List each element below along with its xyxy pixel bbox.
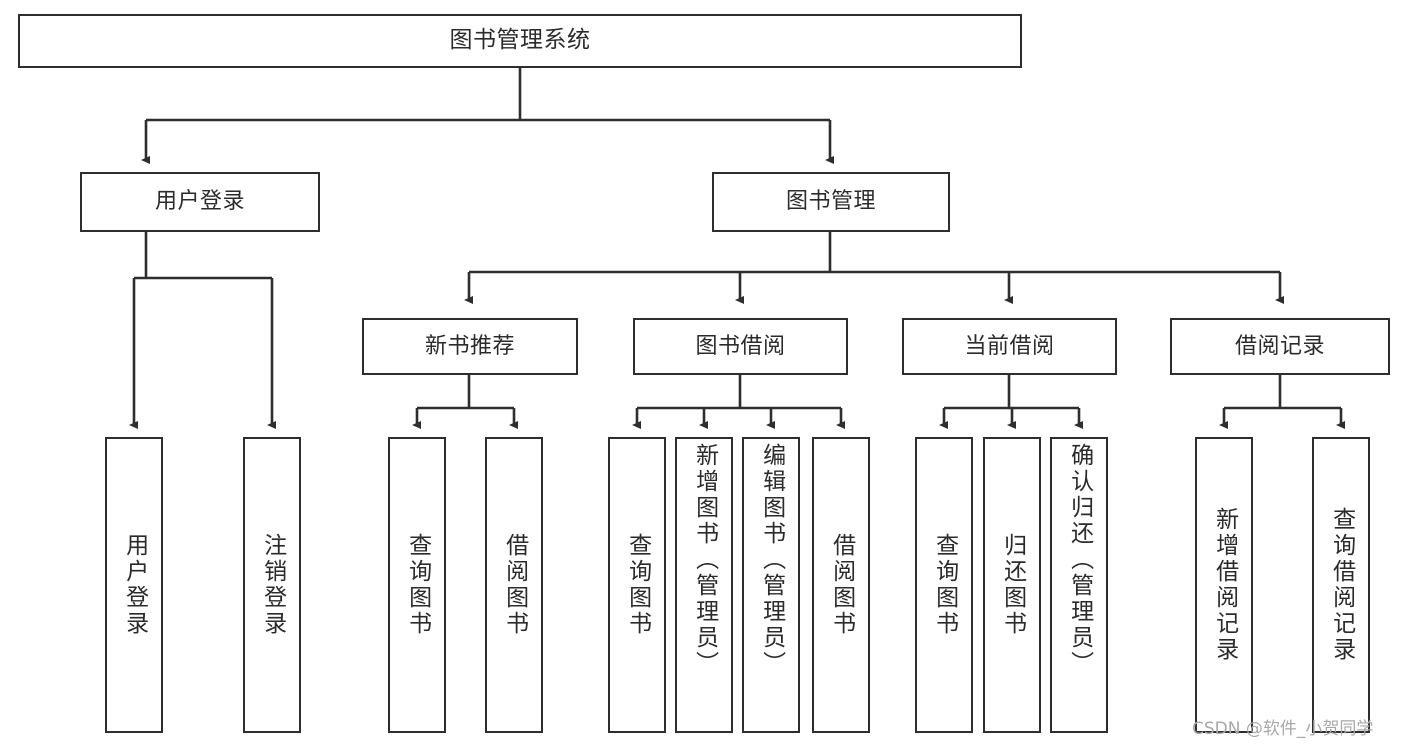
node-label: 借阅记录 bbox=[1234, 333, 1325, 359]
node-new-book-recommend[interactable]: 新书推荐 bbox=[362, 318, 578, 375]
leaf-add-record[interactable]: 新增借阅记录 bbox=[1195, 437, 1253, 733]
node-book-borrow[interactable]: 图书借阅 bbox=[633, 318, 848, 375]
leaf-query-record[interactable]: 查询借阅记录 bbox=[1312, 437, 1370, 733]
node-label: 新书推荐 bbox=[424, 333, 515, 359]
node-label: 确认归还（管理员） bbox=[1066, 443, 1093, 677]
node-book-manage[interactable]: 图书管理 bbox=[712, 172, 950, 232]
leaf-user-login[interactable]: 用户登录 bbox=[105, 437, 163, 733]
node-label: 图书管理 bbox=[785, 189, 876, 215]
node-label: 图书借阅 bbox=[695, 333, 786, 359]
leaf-logout-login[interactable]: 注销登录 bbox=[243, 437, 301, 733]
leaf-add-book[interactable]: 新增图书（管理员） bbox=[675, 437, 733, 733]
node-label: 查询图书 bbox=[931, 533, 958, 637]
node-label: 注销登录 bbox=[259, 533, 286, 637]
leaf-confirm-return[interactable]: 确认归还（管理员） bbox=[1050, 437, 1108, 733]
node-label: 新增图书（管理员） bbox=[691, 443, 718, 677]
node-user-login[interactable]: 用户登录 bbox=[80, 172, 320, 232]
node-label: 编辑图书（管理员） bbox=[758, 443, 785, 677]
leaf-borrow-book-2[interactable]: 借阅图书 bbox=[812, 437, 870, 733]
node-borrow-record[interactable]: 借阅记录 bbox=[1170, 318, 1390, 375]
node-label: 借阅图书 bbox=[501, 533, 528, 637]
leaf-query-book-1[interactable]: 查询图书 bbox=[388, 437, 446, 733]
node-label: 查询图书 bbox=[404, 533, 431, 637]
node-label: 用户登录 bbox=[154, 189, 245, 215]
node-label: 用户登录 bbox=[121, 533, 148, 637]
leaf-return-book[interactable]: 归还图书 bbox=[983, 437, 1041, 733]
leaf-query-book-2[interactable]: 查询图书 bbox=[608, 437, 666, 733]
leaf-query-book-3[interactable]: 查询图书 bbox=[915, 437, 973, 733]
node-label: 查询借阅记录 bbox=[1328, 507, 1355, 663]
csdn-watermark: CSDN @软件_小贺同学 bbox=[1192, 719, 1374, 739]
node-label: 图书管理系统 bbox=[449, 27, 591, 54]
node-root-system[interactable]: 图书管理系统 bbox=[18, 14, 1022, 68]
leaf-edit-book[interactable]: 编辑图书（管理员） bbox=[742, 437, 800, 733]
node-current-borrow[interactable]: 当前借阅 bbox=[902, 318, 1117, 375]
node-label: 当前借阅 bbox=[964, 333, 1055, 359]
leaf-borrow-book-1[interactable]: 借阅图书 bbox=[485, 437, 543, 733]
node-label: 归还图书 bbox=[999, 533, 1026, 637]
node-label: 查询图书 bbox=[624, 533, 651, 637]
node-label: 新增借阅记录 bbox=[1211, 507, 1238, 663]
node-label: 借阅图书 bbox=[828, 533, 855, 637]
